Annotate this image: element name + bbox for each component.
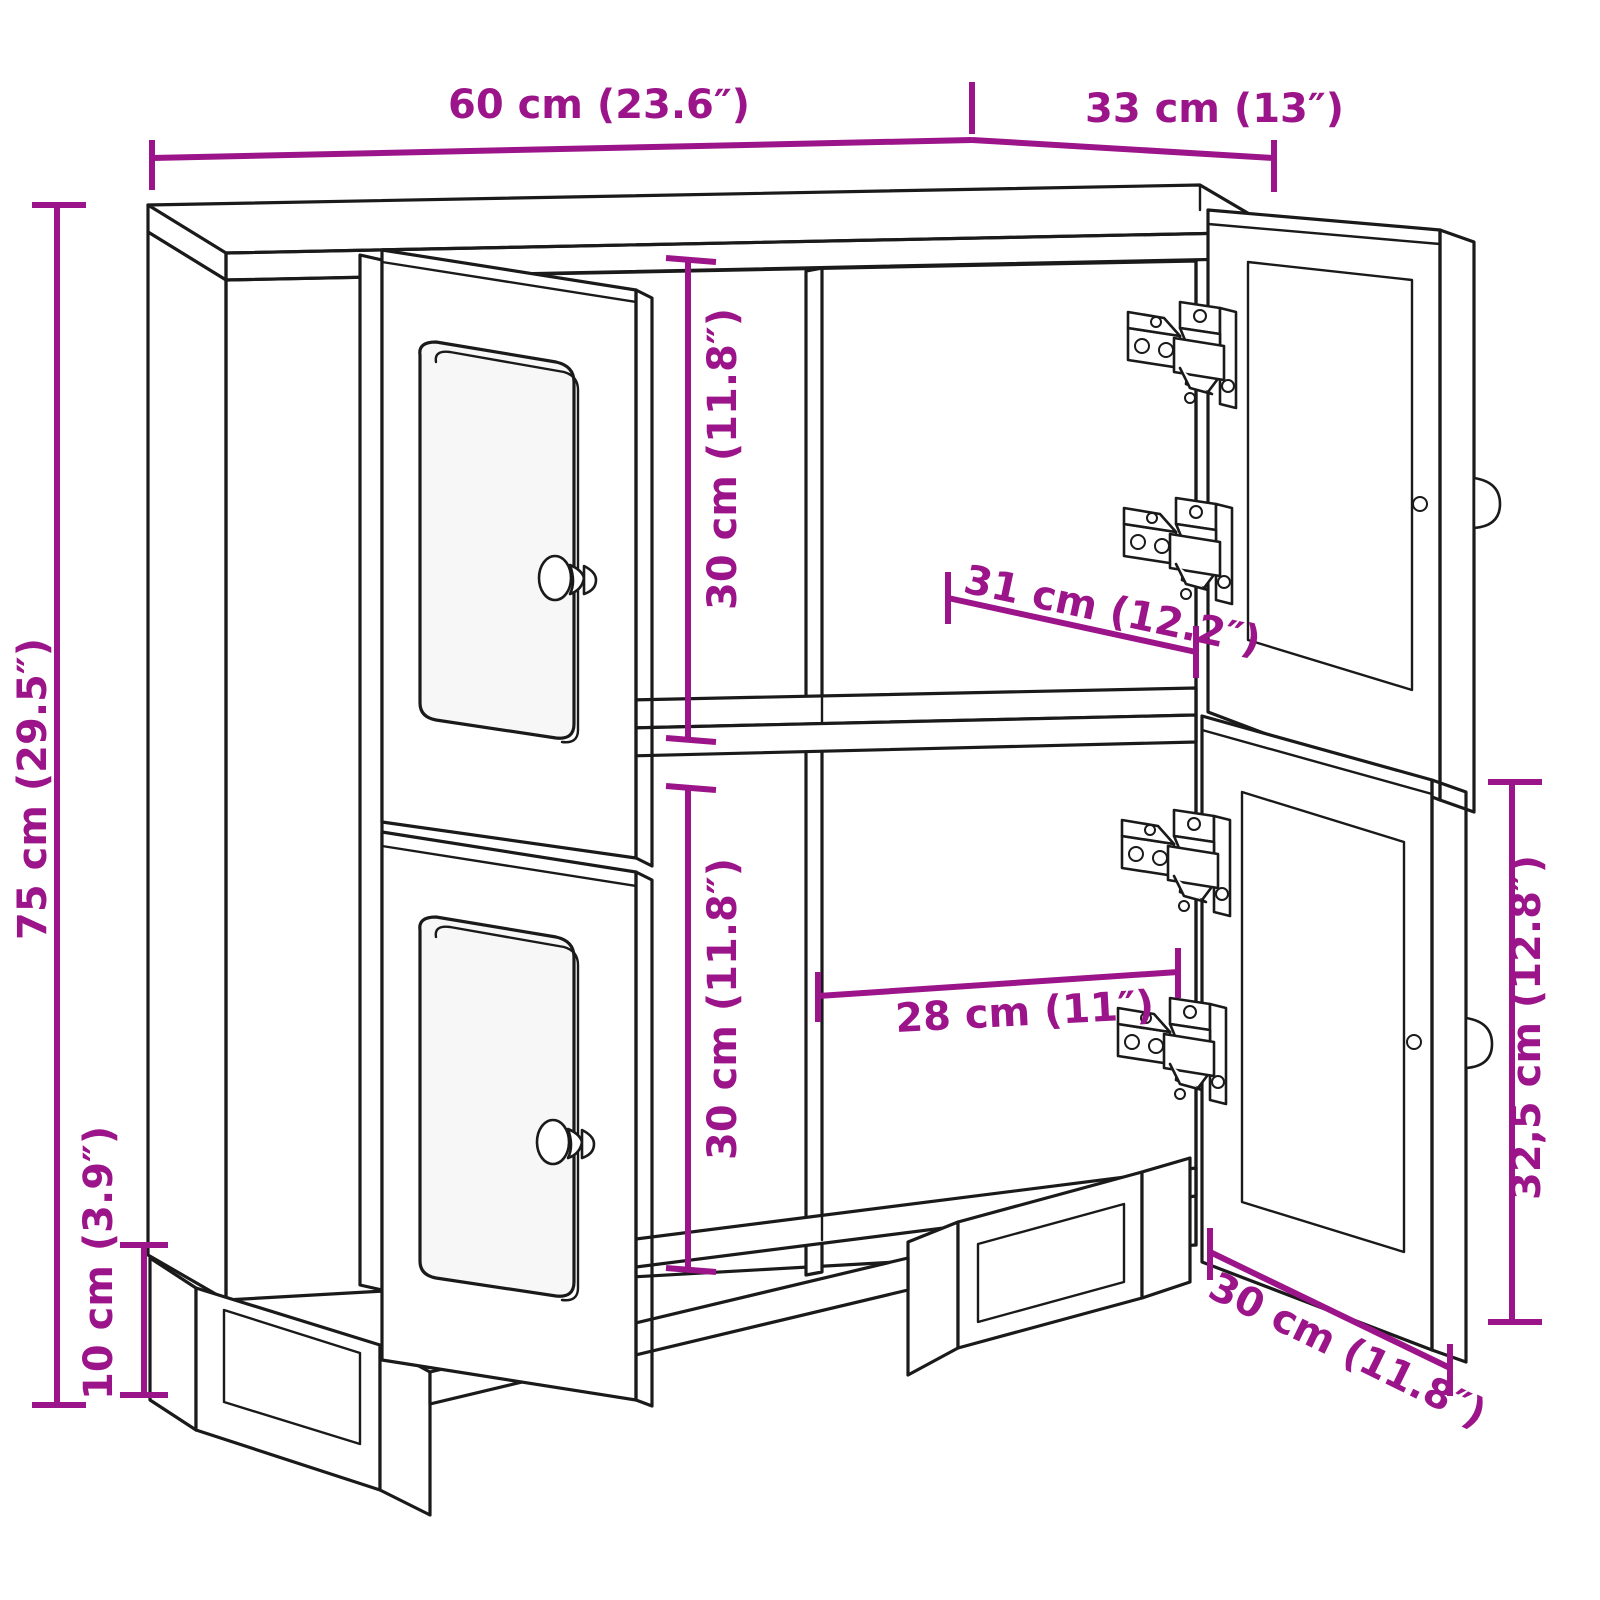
dimension-door-height: 32,5 cm (12.8″) xyxy=(1488,779,1550,1325)
door-back-panel-upper-right xyxy=(1246,260,1414,692)
hinge-lower-right-top xyxy=(1120,808,1232,918)
hinge-lower-right-bottom xyxy=(1116,996,1228,1106)
dimension-height-overall-label: 75 cm (29.5″) xyxy=(10,638,56,940)
door-lower-left[interactable] xyxy=(380,830,654,1408)
vertical-divider xyxy=(804,266,824,1277)
knob-screw-hole-upper-right xyxy=(1412,496,1428,512)
dimension-door-height-label: 32,5 cm (12.8″) xyxy=(1504,855,1550,1200)
door-upper-left[interactable] xyxy=(380,248,654,868)
door-glass-panel-upper-left xyxy=(418,340,576,740)
dimension-compartment-height-upper: 30 cm (11.8″) xyxy=(665,255,746,745)
base-right-front-leg xyxy=(906,1220,960,1377)
base-left-back-leg xyxy=(378,1343,432,1517)
dimension-depth-overall: 33 cm (13″) xyxy=(971,86,1344,192)
cabinet-left-side-panel xyxy=(146,230,228,1302)
hinge-upper-right-bottom xyxy=(1122,496,1234,606)
dimension-width-overall-label: 60 cm (23.6″) xyxy=(448,82,750,128)
door-back-panel-lower-right xyxy=(1240,790,1406,1254)
door-panel-inner-bevel-upper-left xyxy=(434,350,580,744)
base-left-front-leg xyxy=(148,1256,198,1432)
base-right-cutout xyxy=(976,1202,1126,1324)
door-lower-right[interactable] xyxy=(1200,714,1494,1364)
dimension-depth-overall-label: 33 cm (13″) xyxy=(1085,86,1344,132)
door-knob-lower-left[interactable] xyxy=(535,1118,596,1166)
door-knob-lower-right[interactable] xyxy=(1464,1016,1494,1070)
dimension-leg-height: 10 cm (3.9″) xyxy=(76,1126,168,1400)
door-glass-panel-lower-left xyxy=(418,915,576,1298)
door-panel-inner-bevel-lower-left xyxy=(434,925,580,1302)
base-right-back-leg xyxy=(1140,1156,1192,1300)
dimension-compartment-height-upper-label: 30 cm (11.8″) xyxy=(700,308,746,610)
dimension-compartment-height-lower-label: 30 cm (11.8″) xyxy=(700,858,746,1160)
dimension-leg-height-label: 10 cm (3.9″) xyxy=(76,1126,122,1400)
knob-screw-hole-lower-right xyxy=(1406,1034,1422,1050)
base-left-cutout xyxy=(222,1308,362,1446)
dimension-width-overall: 60 cm (23.6″) xyxy=(149,82,975,190)
hinge-upper-right-top xyxy=(1126,300,1238,410)
dimension-compartment-height-lower: 30 cm (11.8″) xyxy=(665,783,746,1275)
dimension-height-overall: 75 cm (29.5″) xyxy=(10,202,86,1408)
door-knob-upper-right[interactable] xyxy=(1472,476,1502,530)
cabinet-front-left-stile xyxy=(358,253,384,1292)
door-knob-upper-left[interactable] xyxy=(537,554,598,602)
